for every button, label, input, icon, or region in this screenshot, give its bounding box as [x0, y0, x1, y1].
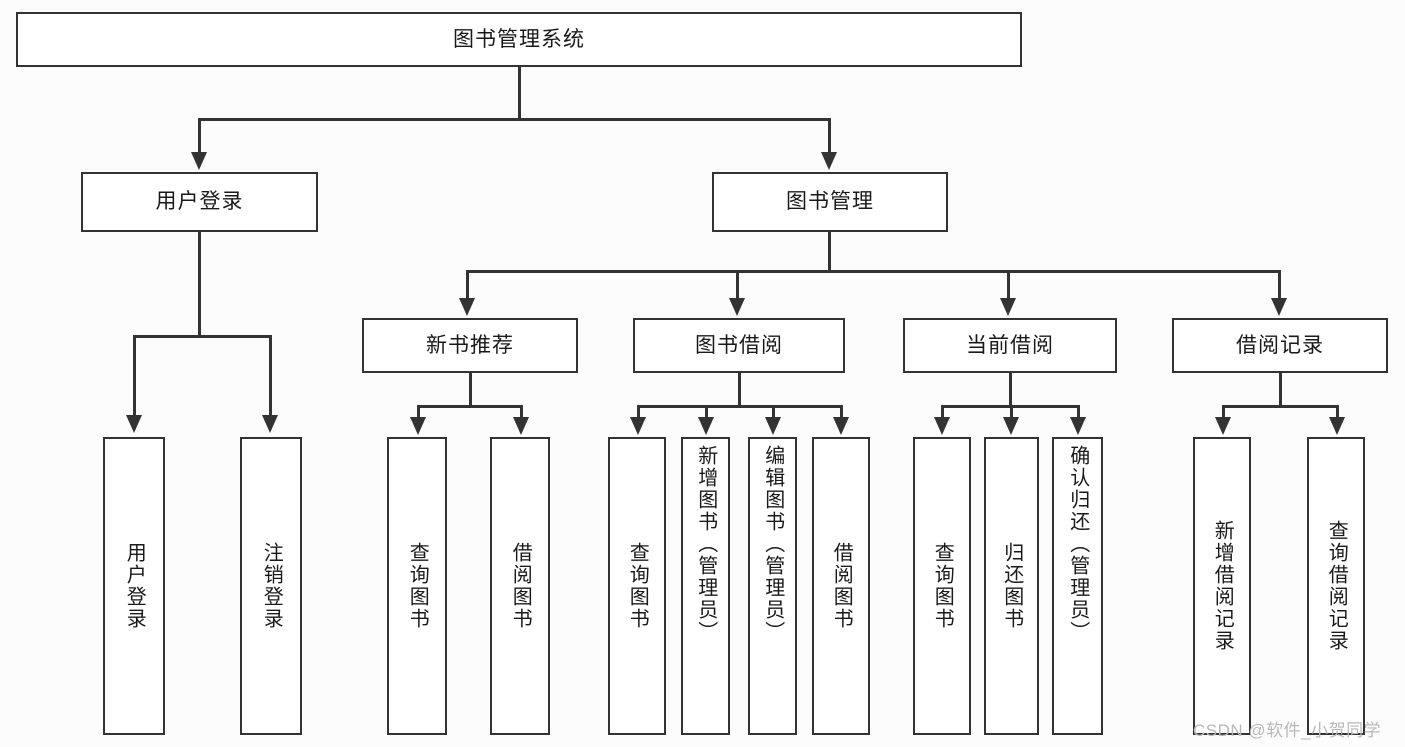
arrowhead-to-leaf-add-book — [698, 417, 714, 435]
connector-to-leaf-query-book-2 — [637, 405, 640, 419]
leaf-label: 查询图书 — [626, 542, 649, 630]
node-root-book-management-system[interactable]: 图书管理系统 — [16, 12, 1022, 67]
node-label: 借阅记录 — [1236, 333, 1324, 357]
leaf-borrow-book-borrow[interactable]: 借阅图书 — [812, 437, 870, 735]
arrowhead-to-user-login — [191, 152, 207, 170]
connector-current-borrow-stem — [1009, 373, 1012, 405]
connector-to-new-book-recommend — [466, 270, 469, 300]
leaf-label: 新增借阅记录 — [1211, 520, 1234, 652]
arrowhead-to-current-borrow — [1000, 298, 1016, 316]
connector-to-book-borrow — [736, 270, 739, 300]
connector-to-leaf-add-record — [1222, 405, 1225, 419]
node-label: 图书管理 — [786, 190, 874, 214]
leaf-label: 归还图书 — [1000, 542, 1023, 630]
leaf-confirm-return[interactable]: 确认归还（管理员） — [1052, 437, 1103, 735]
connector-to-leaf-user-login — [133, 335, 136, 417]
connector-to-leaf-borrow-book-1 — [520, 405, 523, 419]
connector-borrow-record-stem — [1279, 373, 1282, 405]
arrowhead-to-leaf-edit-book — [765, 417, 781, 435]
leaf-query-book-new-recommend[interactable]: 查询图书 — [387, 437, 447, 735]
node-label: 图书管理系统 — [453, 27, 585, 51]
node-current-borrow[interactable]: 当前借阅 — [903, 318, 1117, 373]
leaf-query-book-borrow[interactable]: 查询图书 — [608, 437, 666, 735]
arrowhead-to-leaf-query-record — [1329, 417, 1345, 435]
connector-to-current-borrow — [1007, 270, 1010, 300]
leaf-query-borrow-record[interactable]: 查询借阅记录 — [1307, 437, 1365, 735]
leaf-label: 注销登录 — [260, 542, 283, 630]
leaf-label: 借阅图书 — [830, 542, 853, 630]
connector-user-login-stem — [198, 232, 201, 335]
node-user-login[interactable]: 用户登录 — [81, 172, 318, 232]
arrowhead-to-leaf-confirm-return — [1070, 417, 1086, 435]
leaf-label: 借阅图书 — [509, 542, 532, 630]
connector-new-book-recommend-bus — [417, 405, 522, 408]
leaf-label: 查询图书 — [406, 542, 429, 630]
arrowhead-to-new-book-recommend — [459, 298, 475, 316]
leaf-add-book[interactable]: 新增图书（管理员） — [681, 437, 730, 735]
connector-to-leaf-logout-login — [269, 335, 272, 417]
node-label: 用户登录 — [155, 190, 244, 214]
connector-root-stem — [518, 67, 521, 118]
connector-to-leaf-borrow-book-2 — [840, 405, 843, 419]
leaf-add-borrow-record[interactable]: 新增借阅记录 — [1193, 437, 1251, 735]
node-label: 当前借阅 — [966, 333, 1054, 357]
node-book-borrow[interactable]: 图书借阅 — [633, 318, 845, 373]
arrowhead-to-leaf-return-book — [1003, 417, 1019, 435]
leaf-edit-book[interactable]: 编辑图书（管理员） — [748, 437, 797, 735]
arrowhead-to-leaf-logout-login — [262, 415, 278, 433]
connector-book-manage-stem — [828, 232, 831, 270]
connector-level3-bus — [466, 270, 1278, 273]
arrowhead-to-leaf-user-login — [126, 415, 142, 433]
connector-book-borrow-bus — [637, 405, 842, 408]
leaf-label: 编辑图书（管理员） — [761, 445, 784, 643]
connector-to-leaf-query-record — [1336, 405, 1339, 419]
connector-borrow-record-bus — [1222, 405, 1338, 408]
arrowhead-to-leaf-borrow-book-1 — [513, 417, 529, 435]
leaf-logout-login[interactable]: 注销登录 — [240, 437, 302, 735]
connector-book-borrow-stem — [738, 373, 741, 405]
connector-to-user-login — [198, 118, 201, 154]
node-borrow-record[interactable]: 借阅记录 — [1172, 318, 1388, 373]
connector-to-leaf-add-book — [705, 405, 708, 419]
connector-new-book-recommend-stem — [469, 373, 472, 405]
arrowhead-to-leaf-query-book-1 — [410, 417, 426, 435]
leaf-user-login[interactable]: 用户登录 — [103, 437, 165, 735]
csdn-watermark: CSDN @软件_小贺同学 — [1193, 721, 1382, 740]
arrowhead-to-book-manage — [821, 152, 837, 170]
node-label: 新书推荐 — [426, 333, 514, 357]
arrowhead-to-leaf-borrow-book-2 — [833, 417, 849, 435]
leaf-label: 用户登录 — [123, 542, 146, 630]
leaf-label: 查询图书 — [931, 542, 954, 630]
connector-to-leaf-query-book-3 — [941, 405, 944, 419]
node-new-book-recommend[interactable]: 新书推荐 — [362, 318, 578, 373]
connector-to-leaf-return-book — [1010, 405, 1013, 419]
connector-to-leaf-edit-book — [772, 405, 775, 419]
node-label: 图书借阅 — [695, 333, 783, 357]
arrowhead-to-leaf-add-record — [1215, 417, 1231, 435]
leaf-label: 新增图书（管理员） — [694, 445, 717, 643]
arrowhead-to-leaf-query-book-2 — [630, 417, 646, 435]
connector-to-leaf-confirm-return — [1077, 405, 1080, 419]
arrowhead-to-book-borrow — [729, 298, 745, 316]
connector-to-book-manage — [828, 118, 831, 154]
node-book-manage[interactable]: 图书管理 — [712, 172, 948, 232]
leaf-borrow-book-new-recommend[interactable]: 借阅图书 — [490, 437, 550, 735]
connector-level2-bus — [198, 118, 830, 121]
connector-to-borrow-record — [1278, 270, 1281, 300]
leaf-label: 查询借阅记录 — [1325, 520, 1348, 652]
leaf-query-book-current[interactable]: 查询图书 — [913, 437, 971, 735]
connector-user-login-bus — [133, 335, 271, 338]
leaf-return-book[interactable]: 归还图书 — [984, 437, 1039, 735]
leaf-label: 确认归还（管理员） — [1066, 445, 1089, 643]
arrowhead-to-borrow-record — [1271, 298, 1287, 316]
arrowhead-to-leaf-query-book-3 — [934, 417, 950, 435]
connector-to-leaf-query-book-1 — [417, 405, 420, 419]
